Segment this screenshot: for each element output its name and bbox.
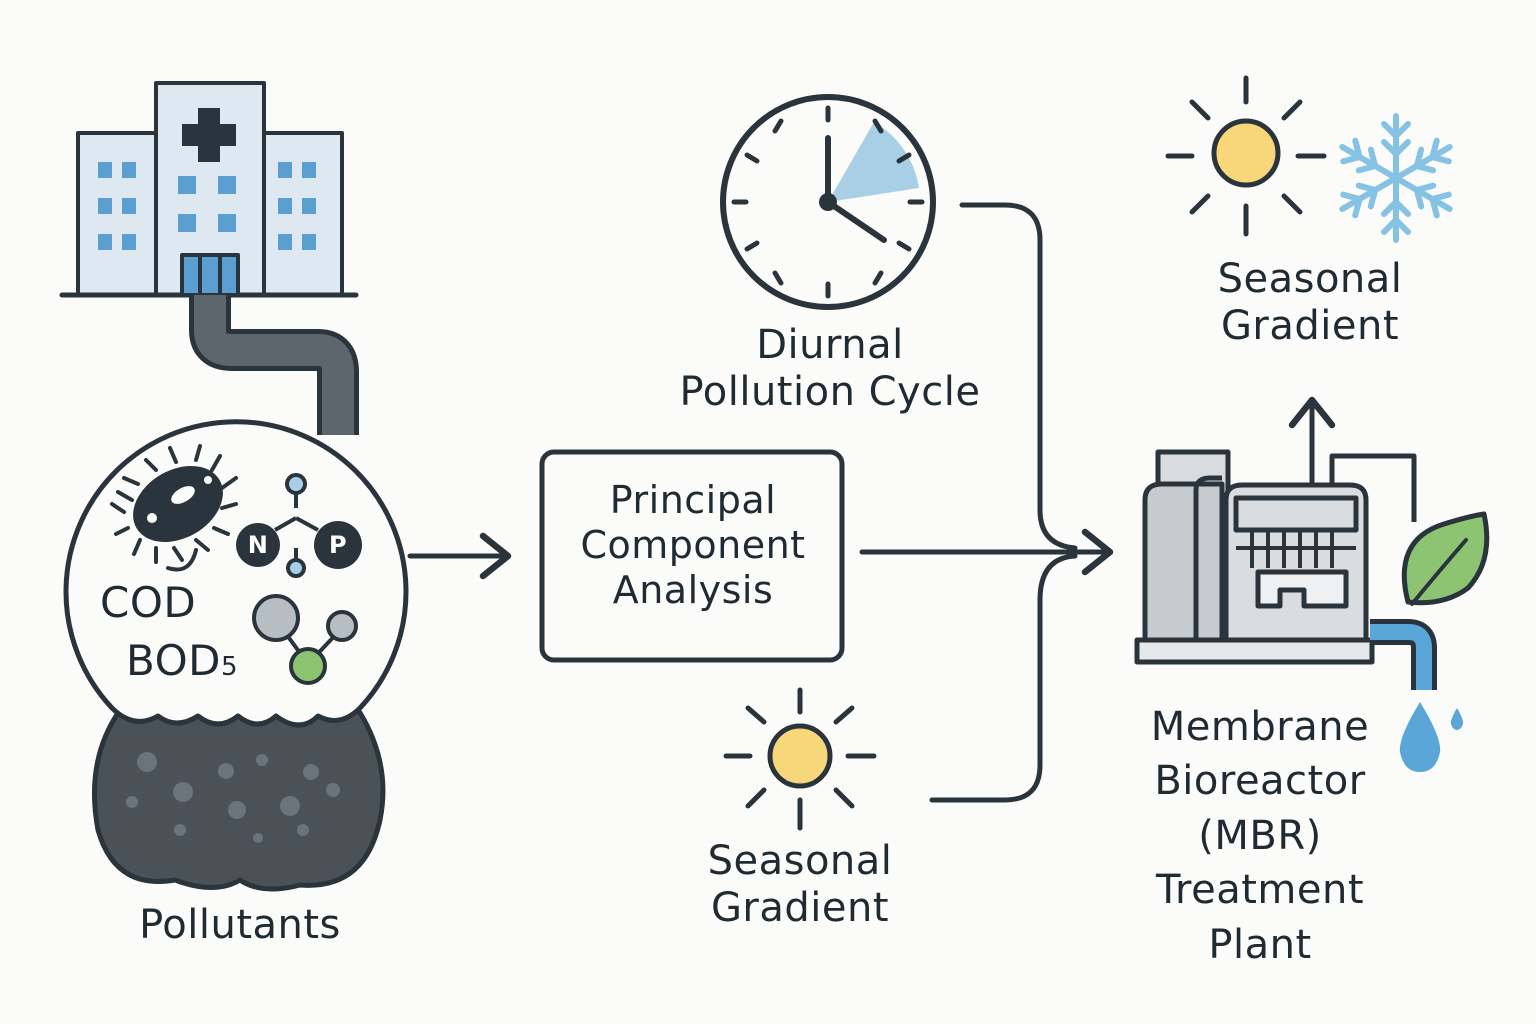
pca-line-1: Principal [609,478,777,522]
sun-icon [1165,75,1327,237]
leaf-icon [1401,511,1490,606]
sun-icon [723,687,877,831]
nutrient-n-label: N [243,531,273,559]
bacteria-icon [110,444,238,572]
mbr-line-4: Treatment [1155,867,1365,914]
pollutants-text: Pollutants [139,902,341,948]
seasonal-top-label: Seasonal Gradient [1150,256,1470,350]
seasonal-top-line-1: Seasonal [1217,256,1403,302]
molecule-icon [236,473,362,685]
cod-label: COD [100,578,200,628]
pca-box [539,449,845,663]
mbr-line-1: Membrane [1150,704,1370,750]
mbr-label: Membrane Bioreactor (MBR) Treatment Plan… [1110,700,1410,972]
bod-text: BOD [126,636,221,685]
clock-icon [720,94,936,310]
mbr-line-5: Plant [1208,921,1312,968]
seasonal-bottom-line-1: Seasonal [707,838,893,884]
seasonal-bottom-line-2: Gradient [710,885,890,932]
pipe-icon [189,295,359,435]
bod-label: BOD5 [126,636,266,686]
cod-text: COD [100,578,197,627]
diurnal-label: Diurnal Pollution Cycle [640,322,1020,416]
hospital-icon [59,81,359,298]
mbr-line-3: (MBR) [1198,812,1322,859]
nutrient-p-label: P [323,531,353,559]
water-drop-icon [1399,702,1464,772]
connector-diurnal [959,202,1078,551]
diurnal-line-1: Diurnal [756,322,904,368]
snowflake-icon [1336,113,1455,240]
sludge-icon [92,702,386,892]
seasonal-bottom-label: Seasonal Gradient [640,838,960,932]
mbr-line-2: Bioreactor [1154,758,1366,805]
seasonal-top-line-2: Gradient [1220,303,1400,350]
nutrient-p-text: P [328,531,348,559]
treatment-plant-icon [1134,449,1437,690]
pca-line-3: Analysis [612,567,774,612]
diurnal-line-2: Pollution Cycle [679,369,981,416]
connector-seasonal [929,553,1078,803]
nutrient-n-text: N [247,531,269,559]
pca-box-label: Principal Component Analysis [548,478,838,612]
bod-subscript: 5 [220,652,239,682]
pollutants-label: Pollutants [90,902,390,949]
pca-line-2: Component [580,522,806,567]
